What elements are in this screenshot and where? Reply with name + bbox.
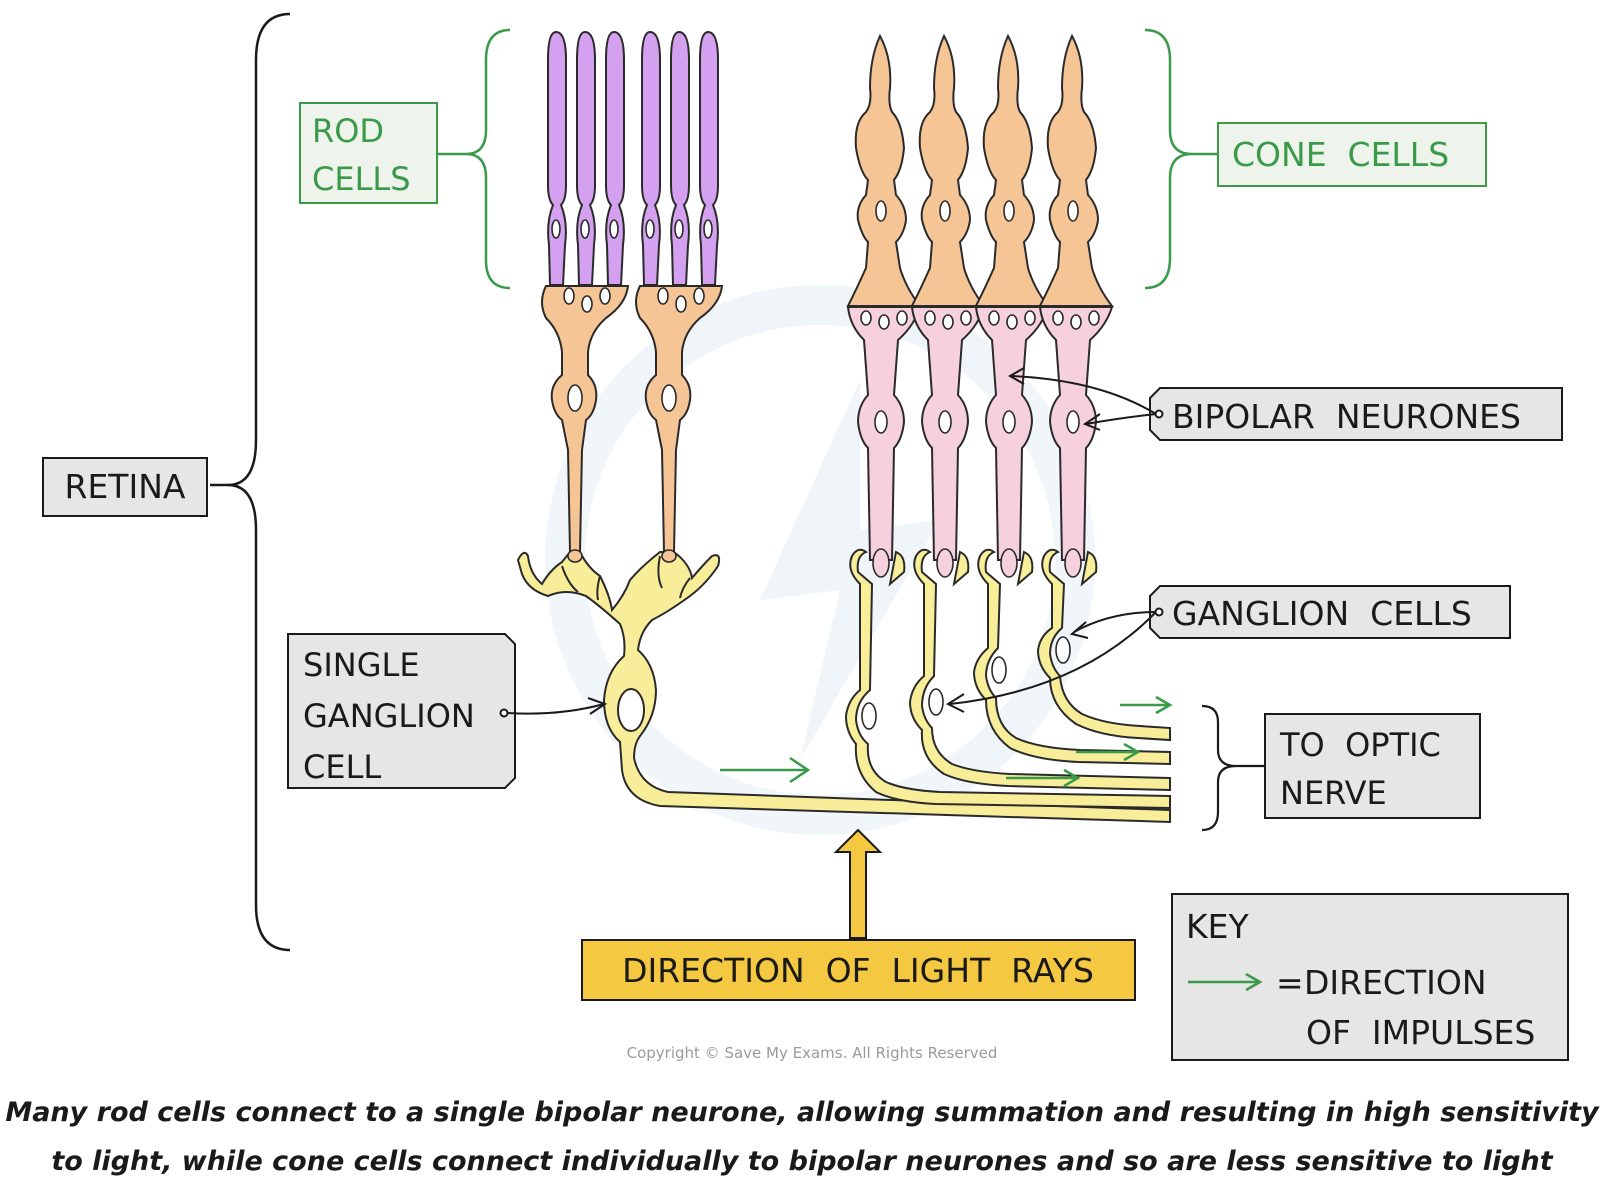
single-ganglion-label-line2: GANGLION bbox=[303, 697, 475, 735]
rod-bipolar-synapses bbox=[563, 287, 705, 412]
rod-cell-1 bbox=[547, 30, 567, 286]
rod-cell-5 bbox=[670, 30, 690, 286]
cone-cells bbox=[846, 33, 1115, 307]
ganglion-label-box: GANGLION CELLS bbox=[1149, 585, 1511, 639]
key-title: KEY bbox=[1186, 907, 1249, 946]
rod-nuclei bbox=[551, 219, 713, 239]
light-label: DIRECTION OF LIGHT RAYS bbox=[622, 951, 1094, 990]
single-ganglion-label-line3: CELL bbox=[303, 748, 381, 786]
light-label-box: DIRECTION OF LIGHT RAYS bbox=[581, 939, 1136, 1001]
key-box: KEY = DIRECTION OF IMPULSES bbox=[1171, 893, 1569, 1061]
cone-ganglion-cell-1 bbox=[844, 548, 1171, 810]
impulse-arrows bbox=[720, 695, 1173, 788]
rod-cell-3 bbox=[605, 30, 625, 286]
single-ganglion-nucleus bbox=[617, 688, 645, 732]
cone-cells-label: CONE CELLS bbox=[1232, 135, 1449, 174]
cone-ganglion-cell-2 bbox=[908, 548, 1171, 792]
cone-cell-3 bbox=[974, 33, 1051, 307]
bipolar-label: BIPOLAR NEURONES bbox=[1172, 397, 1521, 436]
light-direction-arrow bbox=[833, 828, 883, 939]
key-line2: OF IMPULSES bbox=[1306, 1013, 1535, 1052]
single-ganglion-label-line1: SINGLE bbox=[303, 646, 420, 684]
cone-bipolar-neurone-4 bbox=[1038, 306, 1114, 561]
cone-cell-4 bbox=[1038, 33, 1115, 307]
retina-label-box: RETINA bbox=[42, 457, 208, 517]
caption-line1: Many rod cells connect to a single bipol… bbox=[5, 1097, 1599, 1128]
impulse-arrow-cone-2 bbox=[1076, 742, 1141, 762]
optic-nerve-label-line2: NERVE bbox=[1280, 774, 1387, 812]
cone-cell-2 bbox=[910, 33, 987, 307]
single-ganglion-cell bbox=[516, 551, 1171, 824]
cone-ganglion-cells bbox=[844, 548, 1171, 810]
cone-cell-1 bbox=[846, 33, 923, 307]
rod-cell-4 bbox=[641, 30, 661, 286]
cone-ganglion-cell-3 bbox=[972, 548, 1171, 766]
cone-bipolar-neurone-3 bbox=[974, 306, 1050, 561]
cone-nuclei bbox=[875, 200, 1079, 222]
impulse-arrow-cone-3 bbox=[1006, 768, 1081, 788]
bipolar-pointers bbox=[1007, 367, 1164, 431]
caption-line2: to light, while cone cells connect indiv… bbox=[51, 1146, 1553, 1177]
cone-ganglion-cell-4 bbox=[1036, 548, 1171, 742]
rod-cell-6 bbox=[699, 30, 719, 286]
cone-cells-label-box: CONE CELLS bbox=[1217, 122, 1487, 187]
key-impulse-arrow bbox=[1188, 972, 1263, 992]
retina-brace bbox=[210, 12, 291, 952]
rod-cells-label-line1: ROD bbox=[312, 112, 384, 150]
copyright-text: Copyright © Save My Exams. All Rights Re… bbox=[627, 1044, 998, 1062]
rod-cells-label-box: ROD CELLS bbox=[299, 102, 438, 204]
optic-nerve-brace bbox=[1201, 704, 1265, 832]
rod-cells bbox=[547, 30, 719, 286]
bipolar-label-box: BIPOLAR NEURONES bbox=[1149, 387, 1563, 441]
figure-caption: Many rod cells connect to a single bipol… bbox=[0, 1088, 1604, 1186]
optic-nerve-label-line1: TO OPTIC bbox=[1279, 726, 1441, 764]
key-equals: = bbox=[1276, 963, 1304, 1002]
cone-bipolar-neurone-1 bbox=[846, 306, 922, 561]
cone-bipolar-synapses bbox=[860, 310, 1100, 434]
cone-bipolar-neurone-2 bbox=[910, 306, 986, 561]
cone-cells-brace bbox=[1144, 28, 1218, 290]
cone-ganglion-nuclei bbox=[861, 636, 1071, 730]
single-ganglion-label-box: SINGLE GANGLION CELL bbox=[287, 633, 516, 789]
impulse-arrow-cone-1 bbox=[1120, 695, 1173, 715]
retina-label: RETINA bbox=[65, 467, 186, 506]
single-ganglion-pointer bbox=[499, 697, 608, 718]
rod-cells-brace bbox=[437, 28, 511, 290]
optic-nerve-label-box: TO OPTIC NERVE bbox=[1264, 713, 1481, 819]
cone-bipolar-neurones bbox=[846, 306, 1114, 561]
rod-cell-2 bbox=[576, 30, 596, 286]
ganglion-label: GANGLION CELLS bbox=[1172, 594, 1472, 633]
rod-cells-label-line2: CELLS bbox=[312, 160, 411, 198]
key-line1: DIRECTION bbox=[1304, 963, 1487, 1002]
ganglion-pointers bbox=[945, 607, 1164, 713]
impulse-arrow-rod bbox=[720, 756, 811, 784]
